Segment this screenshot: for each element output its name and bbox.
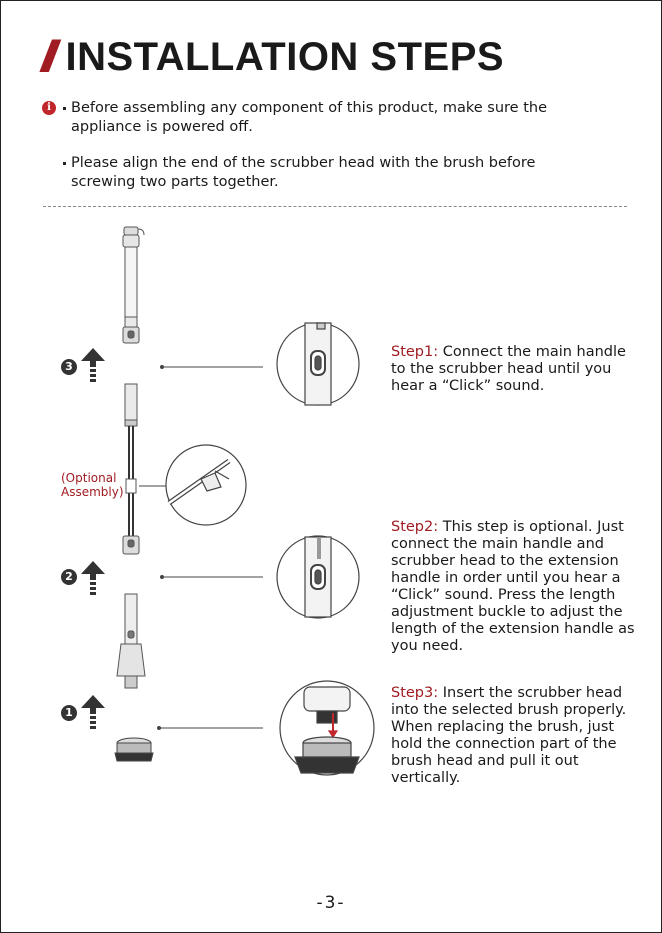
leader-lines [139,365,263,730]
main-handle [122,226,145,344]
dashed-divider [43,206,627,207]
page-title: INSTALLATION STEPS [65,35,505,79]
step-number-3: 3 [61,359,77,375]
extension-handle [122,383,140,555]
up-arrows [81,348,105,729]
detail-circle-optional [165,444,247,526]
step3-text: Step3: Insert the scrubber head into the… [391,685,636,787]
info-icon: i [42,101,56,115]
step3-label: Step3: [391,685,439,701]
optional-assembly-label: (Optional Assembly) [61,471,124,499]
section-title: // INSTALLATION STEPS [41,35,505,80]
page-number: -3- [316,893,346,913]
brush-head [114,737,154,762]
step2-body: This step is optional. Just connect the … [391,519,635,654]
detail-circle-step1 [276,322,360,406]
detail-circle-step3 [279,680,375,776]
step-number-1: 1 [61,705,77,721]
step3-body: Insert the scrubber head into the select… [391,685,627,786]
step2-label: Step2: [391,519,439,535]
note-text: Please align the end of the scrubber hea… [71,155,536,190]
step-number-2: 2 [61,569,77,585]
note-power-off: i Before assembling any component of thi… [41,99,631,137]
note-align: Please align the end of the scrubber hea… [41,154,631,192]
detail-circle-step2 [276,535,360,619]
scrubber-head [116,593,146,689]
step2-text: Step2: This step is optional. Just conne… [391,519,636,655]
note-text: Before assembling any component of this … [71,100,548,135]
step1-label: Step1: [391,344,439,360]
step1-text: Step1: Connect the main handle to the sc… [391,344,636,395]
step1-body: Connect the main handle to the scrubber … [391,344,626,394]
